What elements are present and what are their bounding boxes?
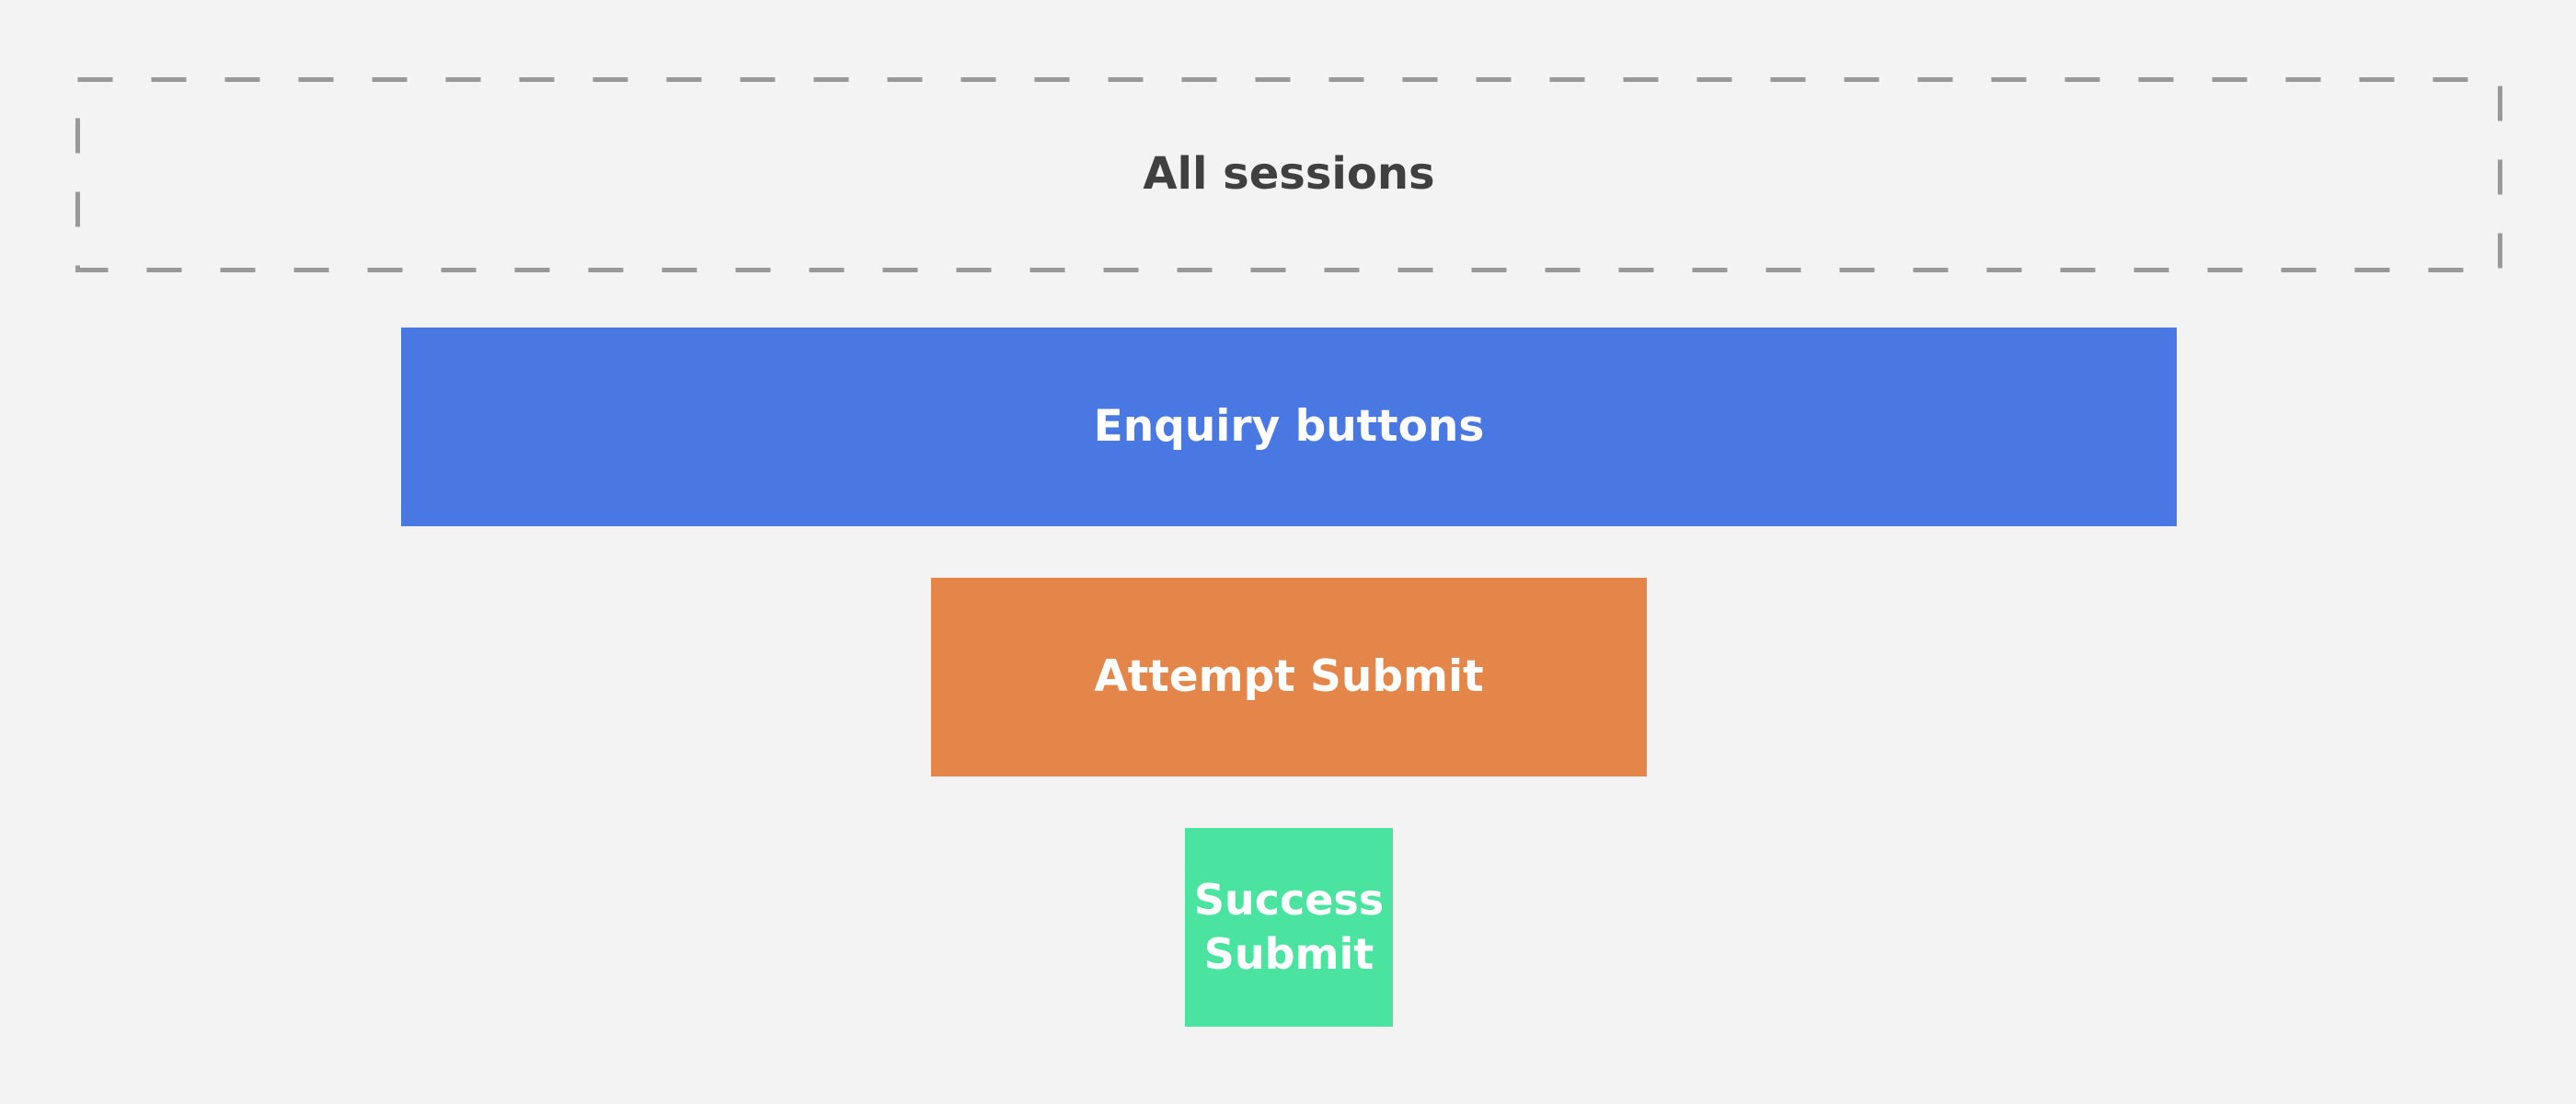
funnel-step-label: Success Submit xyxy=(1193,875,1385,979)
funnel-step-label: All sessions xyxy=(1143,148,1435,201)
funnel-step-label: Attempt Submit xyxy=(1094,650,1484,702)
funnel-step-enquiry-buttons: Enquiry buttons xyxy=(401,328,2177,526)
funnel-step-success-submit: Success Submit xyxy=(1185,828,1393,1027)
funnel-step-attempt-submit: Attempt Submit xyxy=(931,578,1647,776)
funnel-step-all-sessions: All sessions xyxy=(75,77,2502,272)
funnel-step-label: Enquiry buttons xyxy=(1093,400,1485,452)
dashed-outline xyxy=(75,77,2502,272)
